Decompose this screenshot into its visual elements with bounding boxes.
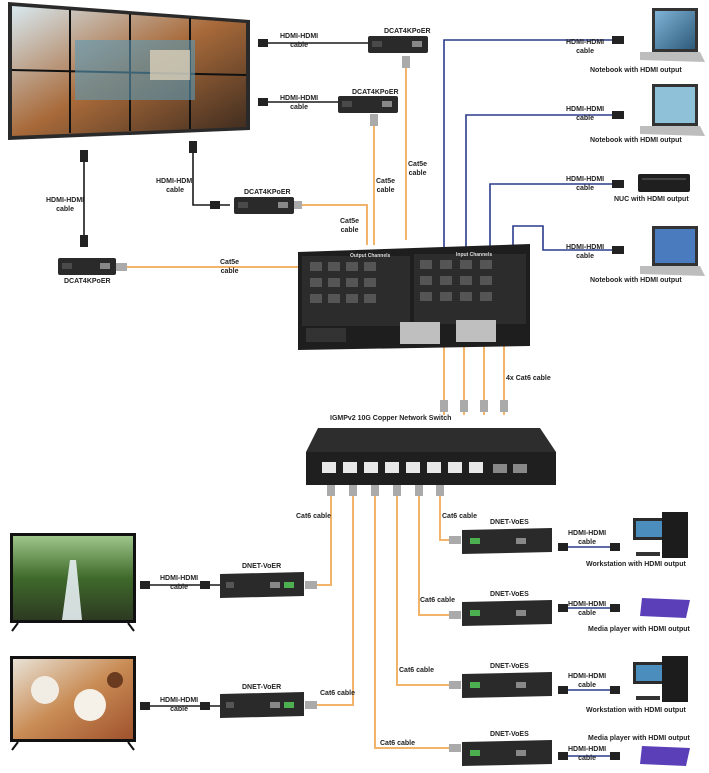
media-player-icon-1 bbox=[640, 598, 690, 618]
dcat-label-1: DCAT4KPoER bbox=[384, 28, 431, 35]
matrix-chassis-icon bbox=[298, 244, 530, 350]
cat6-4x-label: 4x Cat6 cable bbox=[506, 375, 551, 382]
media-player-label-2: Media player with HDMI output bbox=[588, 735, 690, 742]
dnet-voes-label-2: DNET-VoES bbox=[490, 591, 529, 598]
workstation-icon-2 bbox=[633, 656, 688, 702]
video-wall-icon bbox=[8, 2, 250, 140]
dnet-voer-device-2 bbox=[220, 692, 304, 718]
connector-plugs bbox=[80, 36, 624, 760]
cat6-label-2: Cat6 cable bbox=[442, 513, 478, 520]
dnet-voes-label-1: DNET-VoES bbox=[490, 519, 529, 526]
dnet-voes-label-3: DNET-VoES bbox=[490, 663, 529, 670]
cat6-label-6: Cat6 cable bbox=[380, 740, 416, 747]
workstation-icon-1 bbox=[633, 512, 688, 558]
dnet-voes-device-1 bbox=[462, 528, 552, 554]
cat6-label-4: Cat6 cable bbox=[320, 690, 356, 697]
cat6-label-1: Cat6 cable bbox=[296, 513, 332, 520]
dnet-voes-device-2 bbox=[462, 600, 552, 626]
media-player-label-1: Media player with HDMI output bbox=[588, 626, 690, 633]
input-channels-label: Input Channels bbox=[456, 252, 493, 258]
dcat-label-2: DCAT4KPoER bbox=[352, 89, 399, 96]
switch-label: IGMPv2 10G Copper Network Switch bbox=[330, 415, 452, 422]
nuc-icon bbox=[638, 174, 690, 192]
cat6-label-3: Cat6 cable bbox=[420, 597, 456, 604]
dnet-voes-device-3 bbox=[462, 672, 552, 698]
notebook-icon-2 bbox=[640, 84, 705, 136]
workstation-label-1: Workstation with HDMI output bbox=[586, 561, 686, 568]
dcat-label-3: DCAT4KPoER bbox=[244, 189, 291, 196]
dcat4kpoer-device-3 bbox=[234, 197, 294, 214]
notebook-icon-1 bbox=[640, 8, 705, 62]
network-switch-icon bbox=[306, 428, 556, 485]
tv-food-icon bbox=[10, 656, 136, 751]
dnet-voes-device-4 bbox=[462, 740, 552, 766]
workstation-label-2: Workstation with HDMI output bbox=[586, 707, 686, 714]
notebook-label-1: Notebook with HDMI output bbox=[590, 67, 682, 74]
dcat4kpoer-device-1 bbox=[368, 36, 428, 53]
notebook-label-2: Notebook with HDMI output bbox=[590, 137, 682, 144]
dnet-voer-label-2: DNET-VoER bbox=[242, 684, 282, 691]
dcat4kpoer-device-4 bbox=[58, 258, 116, 275]
media-player-icon-2 bbox=[640, 746, 690, 766]
nuc-label: NUC with HDMI output bbox=[614, 196, 689, 203]
dcat-label-4: DCAT4KPoER bbox=[64, 278, 111, 285]
dnet-voes-label-4: DNET-VoES bbox=[490, 731, 529, 738]
dnet-voer-label-1: DNET-VoER bbox=[242, 563, 282, 570]
dcat4kpoer-device-2 bbox=[338, 96, 398, 113]
hdmi-blue-cables bbox=[443, 39, 612, 757]
notebook-icon-3 bbox=[640, 226, 705, 276]
cat6-label-5: Cat6 cable bbox=[399, 667, 435, 674]
notebook-label-3: Notebook with HDMI output bbox=[590, 277, 682, 284]
dnet-voer-device-1 bbox=[220, 572, 304, 598]
tv-waterfall-icon bbox=[10, 533, 136, 632]
output-channels-label: Output Channels bbox=[350, 253, 391, 259]
